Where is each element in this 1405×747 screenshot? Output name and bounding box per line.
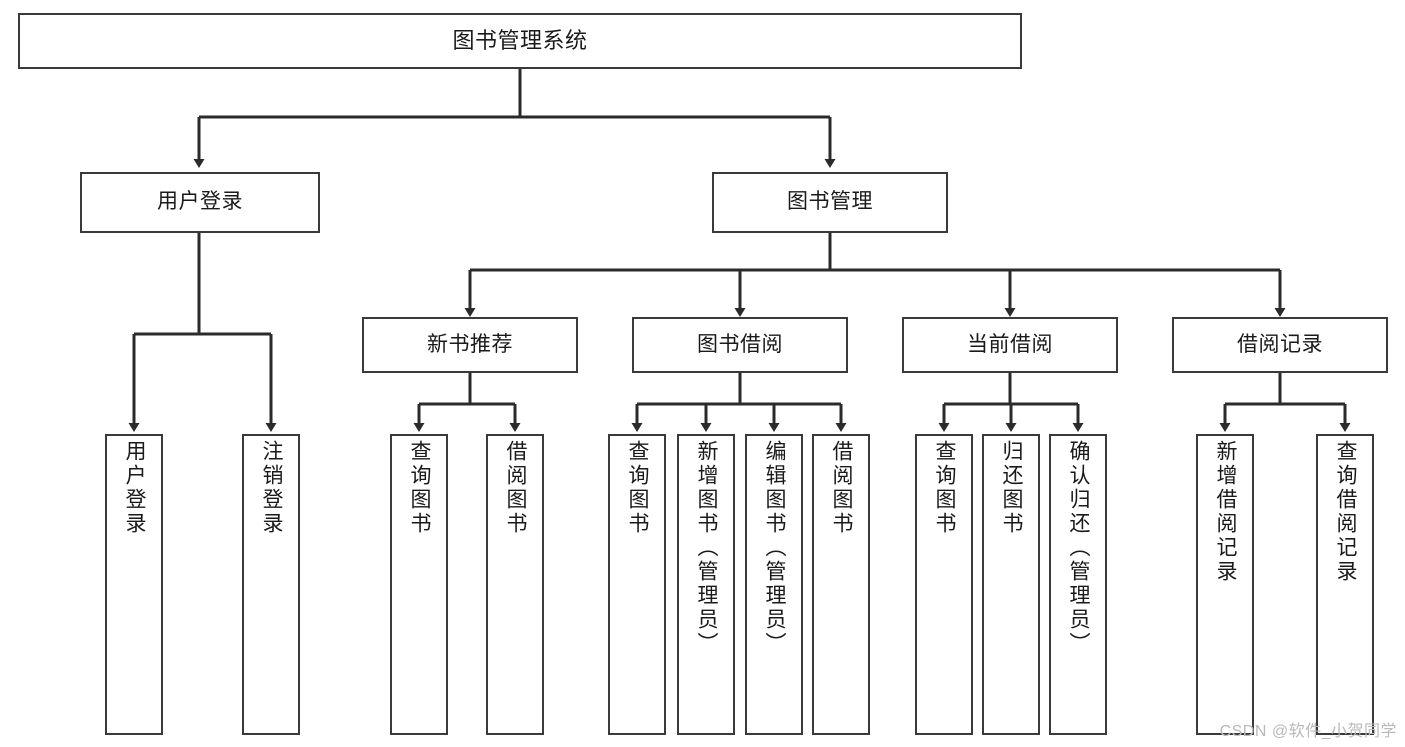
node-book-management[interactable]: 图书管理 <box>712 172 948 233</box>
leaf-borrow-record-query-record[interactable]: 查询借阅记录 <box>1316 434 1374 735</box>
leaf-borrow-record-add-record[interactable]: 新增借阅记录 <box>1196 434 1254 735</box>
node-book-borrow[interactable]: 图书借阅 <box>632 317 848 373</box>
leaf-user-login-login[interactable]: 用户登录 <box>105 434 163 735</box>
node-label: 借阅图书 <box>504 440 528 536</box>
leaf-user-login-logout[interactable]: 注销登录 <box>242 434 300 735</box>
node-label: 查询借阅记录 <box>1334 440 1358 584</box>
leaf-current-borrow-query-books[interactable]: 查询图书 <box>915 434 973 735</box>
node-label: 归还图书 <box>1000 440 1024 536</box>
leaf-book-borrow-borrow-books[interactable]: 借阅图书 <box>812 434 870 735</box>
leaf-new-book-query-books[interactable]: 查询图书 <box>390 434 448 735</box>
leaf-book-borrow-edit-book-admin[interactable]: 编辑图书（管理员） <box>745 434 803 735</box>
leaf-new-book-borrow-books[interactable]: 借阅图书 <box>486 434 544 735</box>
leaf-book-borrow-add-book-admin[interactable]: 新增图书（管理员） <box>677 434 735 735</box>
node-user-login[interactable]: 用户登录 <box>80 172 320 233</box>
node-root-book-management-system[interactable]: 图书管理系统 <box>18 13 1022 69</box>
node-label: 当前借阅 <box>967 332 1053 356</box>
node-label: 注销登录 <box>260 440 284 536</box>
leaf-book-borrow-query-books[interactable]: 查询图书 <box>608 434 666 735</box>
node-label: 借阅图书 <box>830 440 854 536</box>
node-label: 查询图书 <box>408 440 432 536</box>
node-label: 查询图书 <box>626 440 650 536</box>
node-label: 查询图书 <box>933 440 957 536</box>
node-label: 新增借阅记录 <box>1214 440 1238 584</box>
node-label: 借阅记录 <box>1237 332 1323 356</box>
node-current-borrow[interactable]: 当前借阅 <box>902 317 1118 373</box>
node-label: 图书管理 <box>787 190 873 214</box>
node-new-book-recommend[interactable]: 新书推荐 <box>362 317 578 373</box>
watermark-text: CSDN @软件_小贺同学 <box>1219 723 1397 740</box>
leaf-current-borrow-confirm-return-admin[interactable]: 确认归还（管理员） <box>1049 434 1107 735</box>
node-label: 用户登录 <box>123 440 147 536</box>
node-label: 图书借阅 <box>697 332 783 356</box>
node-label: 确认归还（管理员） <box>1067 440 1091 656</box>
node-label: 编辑图书（管理员） <box>763 440 787 656</box>
node-label: 图书管理系统 <box>452 28 588 54</box>
node-label: 新书推荐 <box>427 332 513 356</box>
node-borrow-record[interactable]: 借阅记录 <box>1172 317 1388 373</box>
leaf-current-borrow-return-books[interactable]: 归还图书 <box>982 434 1040 735</box>
node-label: 新增图书（管理员） <box>695 440 719 656</box>
node-label: 用户登录 <box>157 190 243 214</box>
